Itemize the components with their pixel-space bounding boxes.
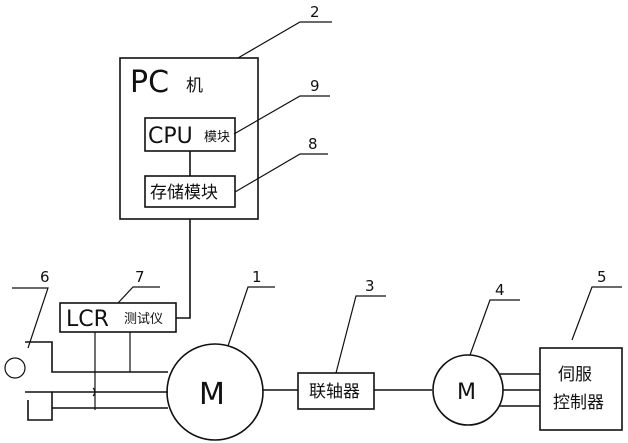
- callout-9: 9: [233, 77, 330, 135]
- pc-label: PC: [130, 65, 169, 100]
- callout-2-number: 2: [310, 3, 320, 21]
- wire-crossover: [92, 387, 96, 397]
- lcr-tester: LCR 测试仪: [59, 302, 177, 333]
- coupling-label: 联轴器: [309, 382, 360, 402]
- callout-1: 1: [227, 268, 275, 347]
- callout-3: 3: [335, 277, 386, 374]
- component-6: [4, 341, 168, 421]
- cpu-module: CPU 模块: [144, 117, 236, 152]
- motor-1: M: [166, 343, 264, 441]
- lcr-label-cn: 测试仪: [124, 312, 163, 327]
- sensor-circle: [4, 357, 26, 379]
- callout-4-number: 4: [495, 281, 505, 299]
- wire-lower-loop: [25, 391, 53, 421]
- motor-2: M: [432, 354, 504, 426]
- callout-2: 2: [237, 3, 332, 59]
- callout-3-number: 3: [365, 277, 375, 295]
- cpu-label: CPU: [148, 124, 193, 149]
- servo-label-line2: 控制器: [553, 393, 604, 413]
- pc-label-cn: 机: [186, 76, 203, 96]
- callout-1-number: 1: [252, 268, 262, 286]
- callout-6-number: 6: [40, 268, 50, 286]
- motor-1-label: M: [199, 377, 225, 412]
- callout-5-number: 5: [597, 268, 607, 286]
- callout-8-number: 8: [308, 135, 318, 153]
- callout-4: 4: [469, 281, 520, 356]
- callout-9-number: 9: [310, 77, 320, 95]
- callout-8: 8: [234, 135, 328, 193]
- motor-2-label: M: [457, 380, 476, 405]
- storage-label: 存储模块: [150, 183, 218, 203]
- coupling: 联轴器: [297, 372, 375, 410]
- servo-controller: 伺服 控制器: [539, 347, 623, 431]
- pc-lcr-link: [176, 219, 191, 319]
- wire-upper-outer: [25, 341, 168, 373]
- cpu-label-cn: 模块: [204, 130, 230, 145]
- servo-label-line1: 伺服: [558, 365, 592, 385]
- callout-5: 5: [571, 268, 622, 341]
- callout-6: 6: [12, 268, 50, 349]
- callout-7-number: 7: [135, 268, 145, 286]
- callout-7: 7: [117, 268, 160, 304]
- storage-module: 存储模块: [144, 175, 236, 208]
- lcr-label: LCR: [66, 307, 109, 332]
